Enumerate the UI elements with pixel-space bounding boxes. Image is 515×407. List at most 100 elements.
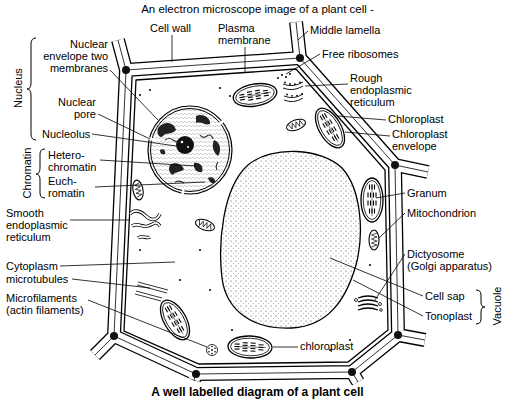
plasma-membrane (124, 69, 388, 364)
part-label: microtubules (6, 273, 68, 285)
microtubule-lines (136, 291, 162, 298)
leader-line (95, 182, 205, 187)
label-bracket (27, 38, 36, 140)
golgi-stack (358, 304, 378, 306)
ribosome-dots (199, 249, 201, 251)
leader-line (338, 116, 386, 120)
leader-line (60, 31, 423, 347)
part-label: Cell wall (150, 22, 191, 34)
rough-er (284, 94, 303, 98)
smooth-er (130, 211, 160, 220)
diagram-caption: A well labelled diagram of a plant cell (0, 385, 515, 399)
part-label: Chloroplast envelope (392, 128, 454, 152)
rough-er (291, 95, 293, 97)
rough-er (294, 83, 296, 85)
leader-line (92, 134, 176, 146)
nucleus (187, 146, 189, 148)
part-label: chloroplast (300, 340, 353, 352)
nucleus (165, 135, 218, 183)
leader-line (245, 47, 246, 72)
label-bracket (476, 290, 485, 324)
middle-lamella (348, 368, 356, 376)
leader-line (60, 262, 175, 266)
leader-line (110, 70, 158, 120)
golgi-stack (358, 296, 378, 298)
rough-er (284, 82, 303, 97)
part-label: Nuclear pore (46, 96, 96, 120)
label-bracket (27, 38, 485, 324)
cell-wall (95, 22, 428, 382)
rough-er (296, 95, 298, 97)
nucleus (182, 189, 183, 196)
chloroplast-shape (361, 178, 383, 222)
mitochondrion-shape (194, 217, 216, 233)
smooth-er (130, 211, 160, 238)
smooth-er (130, 211, 160, 238)
part-label: Microfilaments (actin filaments) (6, 292, 91, 316)
rough-er (301, 93, 303, 95)
smooth-er (130, 211, 160, 220)
nucleus (176, 136, 194, 154)
smooth-er (130, 211, 160, 238)
leader-line (286, 54, 320, 74)
leader-line (376, 193, 405, 198)
nucleus (213, 140, 220, 156)
middle-lamella (122, 66, 130, 74)
nucleus (148, 106, 232, 194)
golgi-stack (358, 300, 378, 302)
ribosome-dots (139, 73, 371, 351)
part-label: Euch- romatin (48, 175, 98, 199)
leader-line (100, 160, 196, 166)
chloroplast-shape (309, 103, 350, 152)
vacuole (221, 151, 361, 328)
middle-lamella (95, 22, 428, 382)
rough-er (284, 82, 286, 84)
cell-wall (95, 22, 428, 382)
rough-er (286, 94, 288, 96)
mitochondrion-shape (285, 117, 307, 133)
leader-line (305, 84, 348, 86)
golgi-stack (358, 308, 378, 310)
label-bracket (36, 149, 45, 198)
part-label: Rough endoplasmic reticulum (350, 72, 416, 108)
part-label: Nucleolus (42, 128, 90, 140)
nucleus (181, 141, 184, 144)
nucleus (160, 149, 165, 154)
nucleus (147, 106, 232, 196)
part-label: Nuclear envelope two membranes (40, 38, 108, 74)
rough-er (283, 86, 303, 90)
leader-line (70, 220, 130, 221)
nucleus (157, 123, 176, 137)
ribosome-dots (229, 95, 231, 97)
microfilament-section (211, 346, 213, 348)
rough-er (283, 82, 303, 86)
leader-line (298, 31, 308, 40)
part-label: Smooth endoplasmic reticulum (6, 207, 72, 243)
golgi-stack (379, 303, 382, 306)
part-label: Cell sap (425, 290, 465, 302)
middle-lamella (95, 22, 428, 382)
leader-line (345, 132, 390, 136)
microfilament-section (208, 351, 210, 353)
ribosome-dots (139, 249, 141, 251)
ribosome-dots (139, 94, 141, 96)
ribosome-dots (281, 74, 283, 76)
nucleus (196, 115, 210, 124)
leader-line (98, 114, 150, 139)
golgi-stack (355, 296, 383, 311)
part-label: Hetero- chromatin (48, 149, 104, 173)
golgi-stack (380, 309, 383, 312)
smooth-er (138, 237, 150, 238)
nucleus (208, 177, 215, 183)
part-label: Mitochondrion (407, 207, 476, 219)
part-label: Tonoplast (425, 310, 472, 322)
microfilament-section (207, 345, 218, 356)
mitochondrion-shape (131, 179, 144, 200)
leader-line (88, 300, 207, 347)
leader-line (172, 35, 173, 62)
bracket-label: Vacuole (491, 287, 503, 326)
microtubule-lines (135, 282, 168, 301)
microfilament-section (211, 349, 213, 351)
leader-line (353, 280, 423, 316)
part-label: Middle lamella (310, 24, 380, 36)
